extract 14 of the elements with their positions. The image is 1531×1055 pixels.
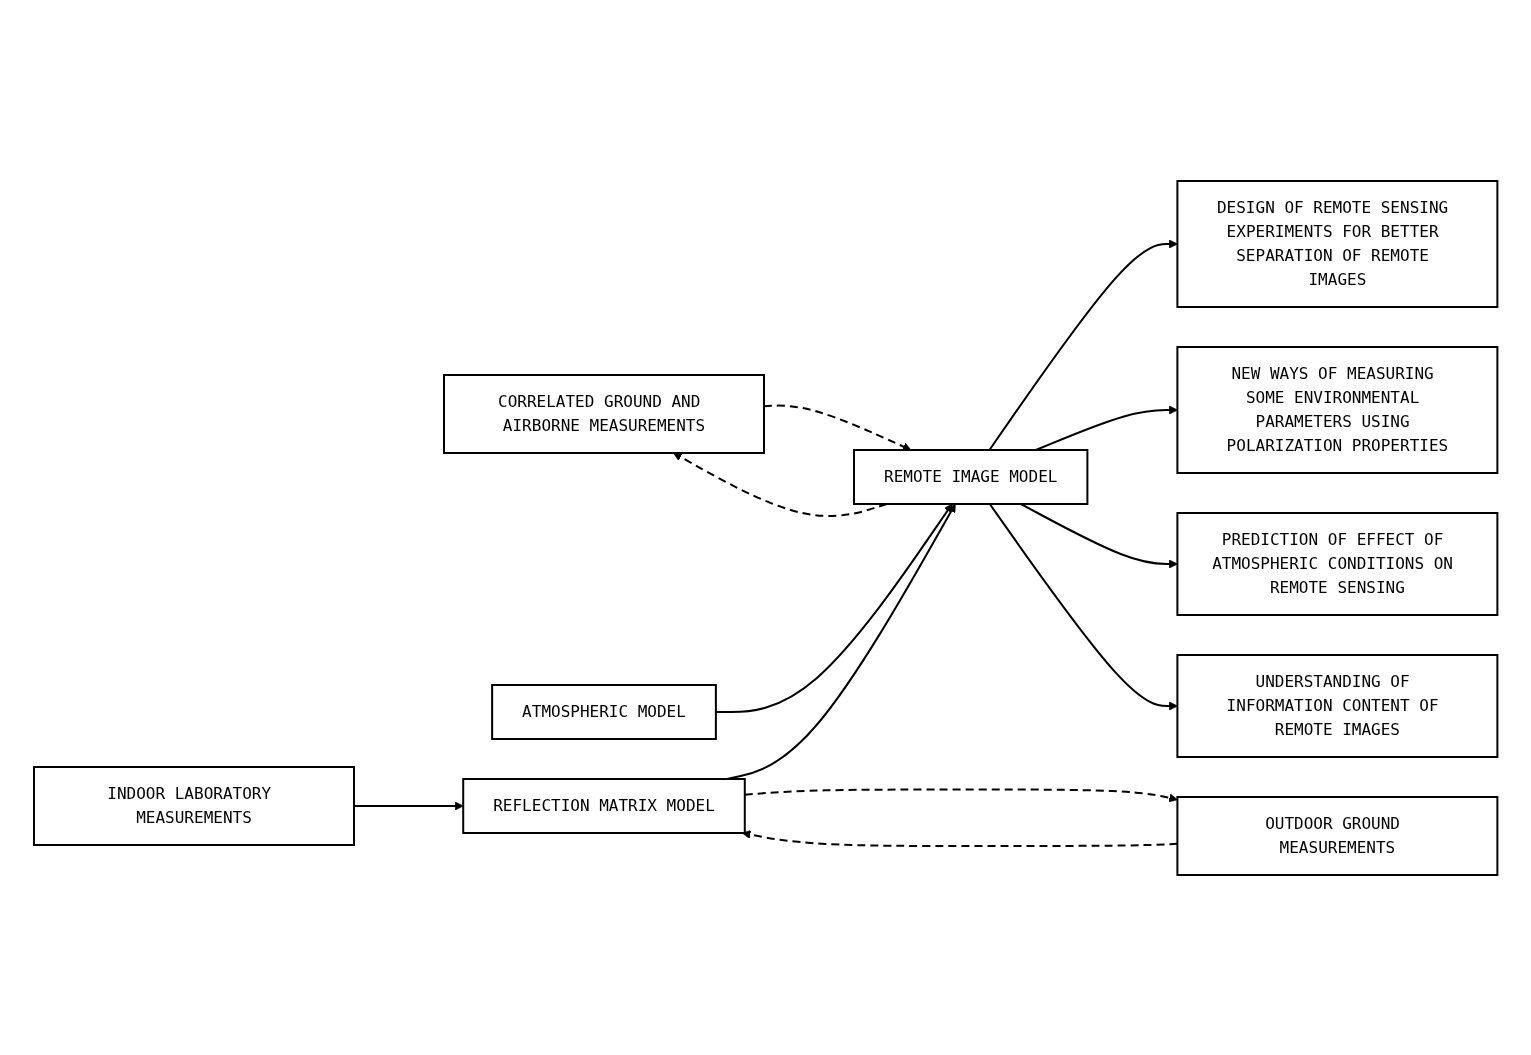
- arrow: [672, 452, 888, 517]
- arrow: [988, 239, 1178, 451]
- arrow: [1019, 502, 1178, 568]
- node-box: ATMOSPHERIC MODEL: [490, 683, 717, 740]
- node-box: UNDERSTANDING OF INFORMATION CONTENT OF REMOTE IMAGES: [1176, 653, 1499, 758]
- node-box: REFLECTION MATRIX MODEL: [462, 777, 746, 834]
- node-box: OUTDOOR GROUND MEASUREMENTS: [1176, 795, 1499, 876]
- node-box: REMOTE IMAGE MODEL: [852, 448, 1089, 505]
- node-box: CORRELATED GROUND AND AIRBORNE MEASUREMENTS: [442, 373, 765, 454]
- node-box: NEW WAYS OF MEASURING SOME ENVIRONMENTAL PARAMETERS USING POLARIZATION PROPERTIES: [1176, 345, 1499, 474]
- node-box: INDOOR LABORATORY MEASUREMENTS: [32, 765, 355, 846]
- arrow: [988, 502, 1178, 710]
- node-box: DESIGN OF REMOTE SENSING EXPERIMENTS FOR BETTER SEPARATION OF REMOTE IMAGES: [1176, 179, 1499, 308]
- node-box: PREDICTION OF EFFECT OF ATMOSPHERIC CONDITIONS ON REMOTE SENSING: [1176, 511, 1499, 616]
